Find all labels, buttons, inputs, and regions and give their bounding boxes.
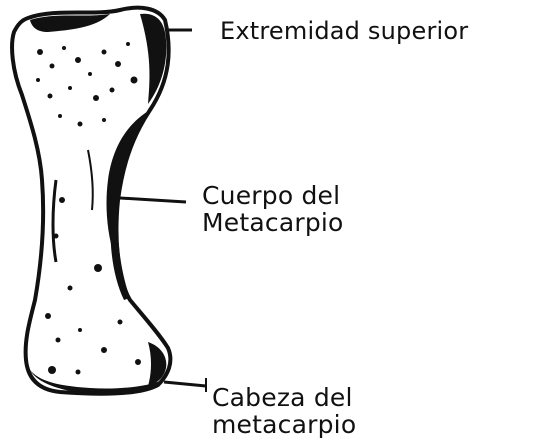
label-extremidad-superior-text: Extremidad superior [220,18,468,45]
label-extremidad-superior: Extremidad superior [220,18,468,45]
label-cuerpo-del-metacarpio: Cuerpo del Metacarpio [202,182,344,236]
leader-line-cabeza [164,382,206,386]
label-cabeza-line2: metacarpio [212,411,356,438]
label-cuerpo-line2: Metacarpio [202,209,344,236]
label-cuerpo-line1: Cuerpo del [202,182,344,209]
label-cabeza-line1: Cabeza del [212,384,356,411]
label-cabeza-del-metacarpio: Cabeza del metacarpio [212,384,356,438]
leader-line-cuerpo [120,198,186,202]
